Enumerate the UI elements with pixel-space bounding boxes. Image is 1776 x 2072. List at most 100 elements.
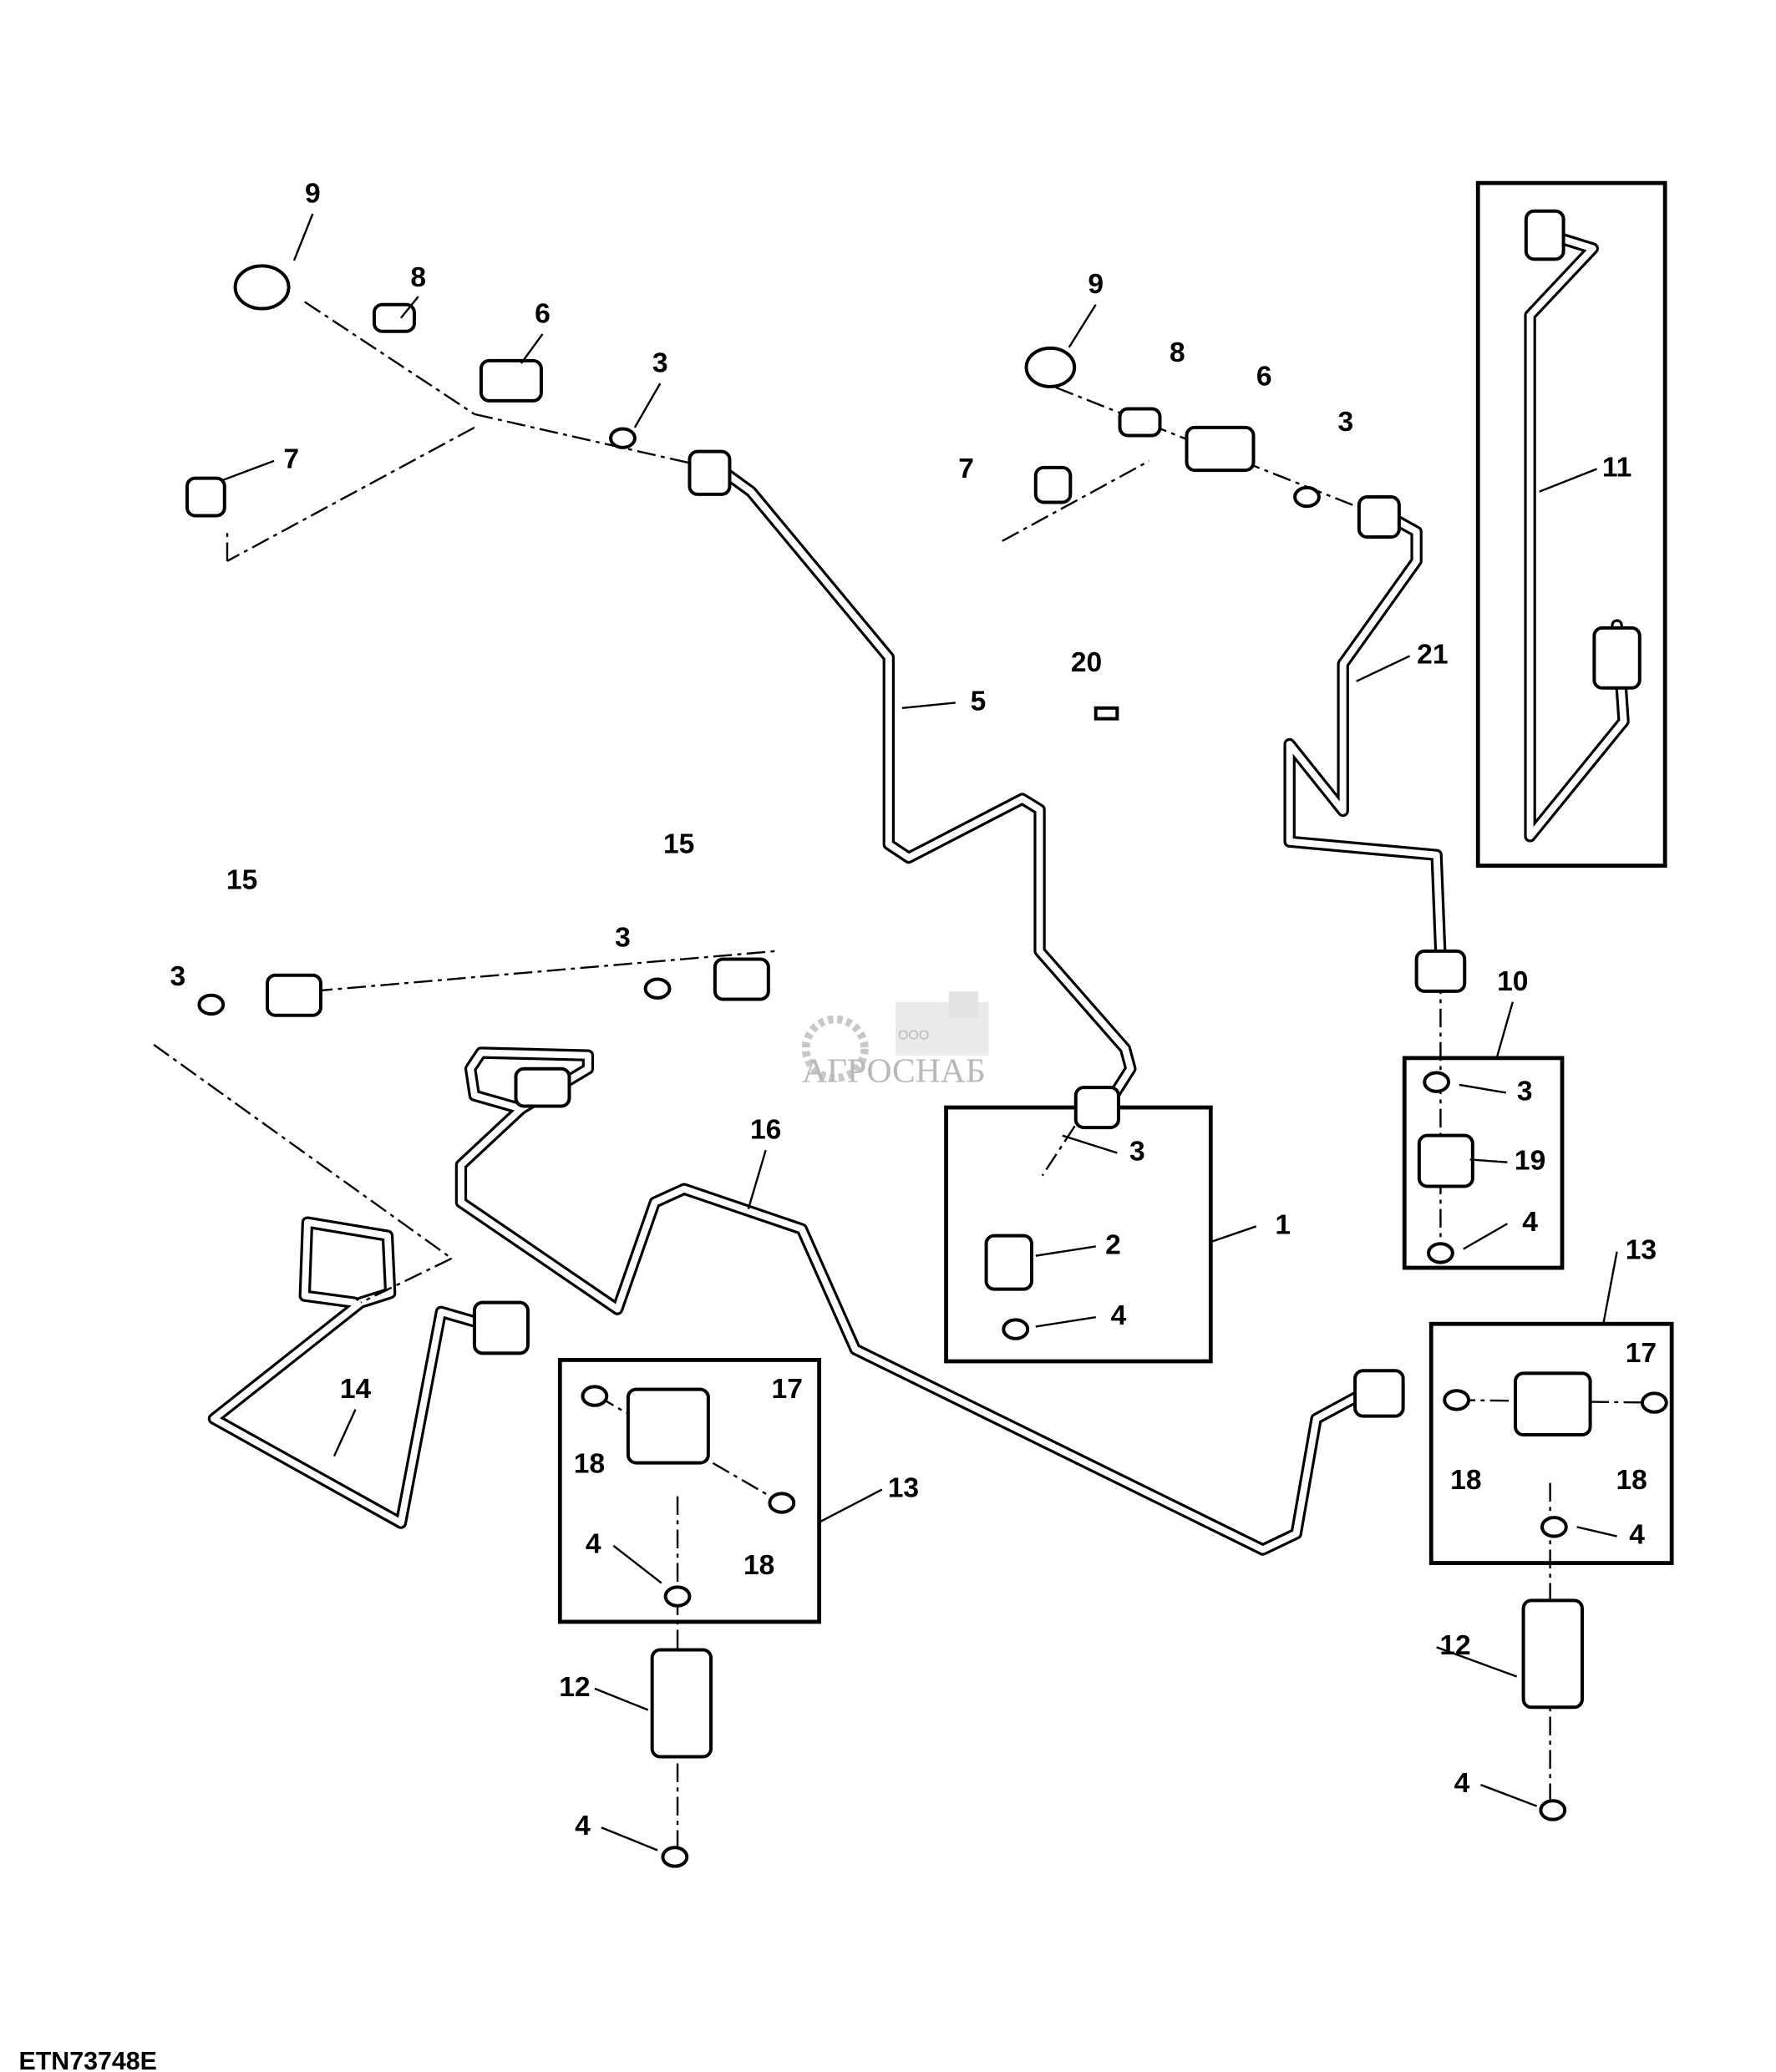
watermark-logo: ООО АГРОСНАБ bbox=[801, 990, 989, 1090]
callout-17: 17 bbox=[772, 1374, 803, 1405]
fitting-part bbox=[1357, 495, 1401, 540]
leader-line bbox=[332, 1409, 357, 1457]
o-ring bbox=[663, 1585, 692, 1608]
kit-box bbox=[1428, 1321, 1674, 1565]
callout-13: 13 bbox=[1626, 1235, 1657, 1266]
o-ring bbox=[1427, 1242, 1454, 1264]
callout-17: 17 bbox=[1626, 1338, 1657, 1369]
callout-18: 18 bbox=[574, 1449, 605, 1480]
callout-9: 9 bbox=[1088, 269, 1104, 300]
o-ring bbox=[1293, 485, 1321, 509]
o-ring bbox=[197, 993, 226, 1016]
leader-line bbox=[520, 333, 544, 364]
fitting-part bbox=[688, 449, 732, 496]
callout-18: 18 bbox=[1450, 1465, 1481, 1496]
kit-box bbox=[944, 1105, 1213, 1364]
fitting-part bbox=[185, 476, 226, 518]
center-line bbox=[304, 301, 475, 415]
callout-3: 3 bbox=[1129, 1136, 1145, 1167]
leader-line bbox=[1576, 1526, 1617, 1538]
callout-21: 21 bbox=[1417, 639, 1448, 670]
fitting-part bbox=[479, 358, 543, 403]
callout-5: 5 bbox=[971, 686, 987, 717]
kit-box bbox=[1402, 1056, 1565, 1270]
fuel-tube bbox=[1524, 229, 1630, 843]
callout-12: 12 bbox=[559, 1672, 590, 1703]
o-ring bbox=[768, 1492, 796, 1514]
o-ring bbox=[1539, 1799, 1567, 1821]
center-line bbox=[280, 950, 775, 995]
leader-line bbox=[1035, 1316, 1096, 1328]
fuel-tube bbox=[207, 1216, 508, 1529]
watermark-name: АГРОСНАБ bbox=[802, 1051, 986, 1090]
fitting-part bbox=[1521, 1598, 1584, 1710]
callout-20: 20 bbox=[1071, 647, 1102, 678]
fitting-part bbox=[1185, 425, 1256, 473]
callout-4: 4 bbox=[586, 1529, 601, 1560]
callout-10: 10 bbox=[1497, 966, 1528, 997]
kit-box bbox=[1475, 180, 1667, 868]
callout-18: 18 bbox=[1616, 1465, 1647, 1496]
leader-line bbox=[1436, 1646, 1518, 1678]
callout-3: 3 bbox=[1338, 407, 1354, 438]
callout-18: 18 bbox=[743, 1550, 774, 1581]
fitting-part bbox=[1414, 949, 1467, 993]
callout-3: 3 bbox=[1517, 1076, 1533, 1107]
leader-line bbox=[400, 296, 419, 319]
leader-line bbox=[1602, 1251, 1618, 1323]
fitting-part bbox=[984, 1234, 1033, 1291]
o-ring bbox=[643, 977, 672, 1000]
callout-14: 14 bbox=[340, 1374, 372, 1405]
fitting-part bbox=[372, 302, 416, 333]
center-line bbox=[153, 1043, 453, 1259]
leader-line bbox=[220, 459, 275, 482]
leader-line bbox=[292, 213, 314, 261]
leader-line bbox=[1035, 1245, 1096, 1257]
callout-4: 4 bbox=[1111, 1300, 1127, 1331]
leader-line bbox=[1356, 655, 1411, 682]
callout-2: 2 bbox=[1105, 1229, 1121, 1260]
o-ring bbox=[1540, 1516, 1568, 1538]
watermark-prefix: ООО bbox=[898, 1028, 929, 1042]
fitting-part bbox=[650, 1648, 713, 1759]
callout-3: 3 bbox=[652, 348, 668, 379]
o-ring bbox=[1443, 1389, 1471, 1411]
o-ring bbox=[581, 1385, 609, 1407]
o-ring bbox=[1640, 1391, 1668, 1414]
fuel-tube bbox=[1283, 507, 1447, 963]
callout-13: 13 bbox=[888, 1472, 919, 1503]
cap-part bbox=[1024, 346, 1077, 388]
callout-11: 11 bbox=[1602, 452, 1632, 483]
leader-line bbox=[1062, 1134, 1118, 1154]
fitting-part bbox=[472, 1300, 530, 1355]
cap-part bbox=[233, 264, 291, 311]
o-ring bbox=[1423, 1071, 1451, 1093]
leader-line bbox=[594, 1687, 649, 1711]
bolt-part bbox=[1094, 706, 1119, 721]
fitting-part bbox=[1033, 465, 1073, 504]
callout-1: 1 bbox=[1275, 1209, 1291, 1240]
callout-4: 4 bbox=[1454, 1768, 1470, 1799]
callout-15: 15 bbox=[663, 828, 694, 859]
leader-line bbox=[601, 1826, 658, 1852]
callout-12: 12 bbox=[1439, 1630, 1470, 1661]
callout-3: 3 bbox=[170, 961, 185, 992]
center-line bbox=[474, 413, 723, 472]
callout-8: 8 bbox=[410, 262, 426, 293]
leader-line bbox=[612, 1544, 662, 1584]
fitting-part bbox=[1514, 1371, 1592, 1436]
o-ring bbox=[1002, 1318, 1030, 1340]
fitting-part bbox=[265, 973, 322, 1017]
center-line bbox=[360, 1257, 453, 1304]
leader-line bbox=[747, 1149, 767, 1209]
callout-4: 4 bbox=[1522, 1207, 1538, 1238]
leader-line bbox=[1469, 1158, 1508, 1163]
callout-3: 3 bbox=[615, 922, 631, 953]
fitting-part bbox=[1353, 1369, 1405, 1418]
center-line bbox=[226, 426, 475, 562]
callout-8: 8 bbox=[1170, 337, 1185, 368]
leader-line bbox=[1495, 1001, 1514, 1059]
callout-6: 6 bbox=[535, 298, 551, 329]
callout-6: 6 bbox=[1256, 362, 1272, 393]
figure-code: ETN73748E bbox=[18, 2047, 156, 2072]
